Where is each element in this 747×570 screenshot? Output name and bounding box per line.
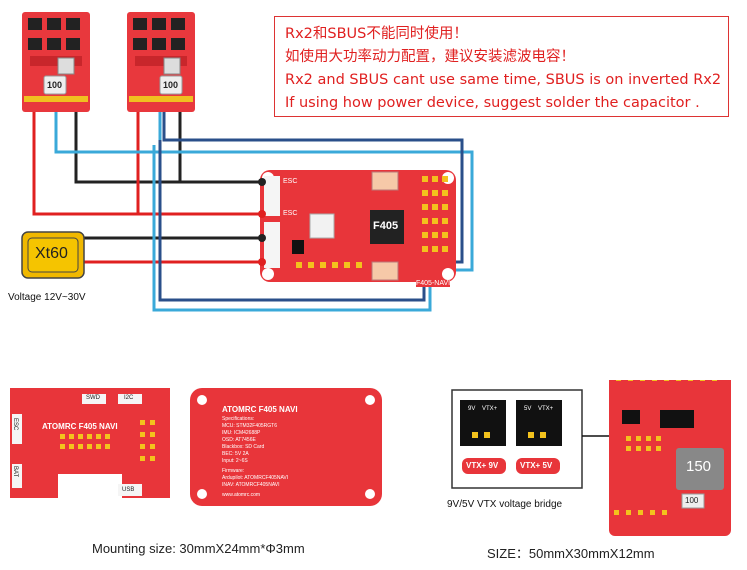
back-line: INAV: ATOMRCF405NAVI	[222, 482, 280, 488]
back-line: Specifications:	[222, 416, 255, 422]
fc-chip-label: F405	[373, 220, 399, 232]
vtx-label-5v: VTX+ 5V	[520, 461, 553, 470]
esc-board-2	[127, 12, 195, 112]
note-line-2: 如使用大功率动力配置，建议安装滤波电容！	[285, 49, 575, 65]
xt60-label: Xt60	[35, 245, 68, 262]
vtx-pad-label-vtx1: VTX+	[482, 406, 498, 412]
vtx-pad-label-vtx2: VTX+	[538, 406, 554, 412]
front-label-usb: USB	[122, 487, 135, 493]
back-line: OSD: AT7456E	[222, 437, 256, 443]
back-line: Ardupilot: ATOMRCF405NAVI	[222, 475, 289, 481]
back-line: BEC: 5V 2A	[222, 451, 249, 457]
vtx-caption: 9V/5V VTX voltage bridge	[447, 499, 563, 510]
board-front	[10, 388, 170, 498]
fc-esc-pad-2: ESC	[283, 210, 298, 217]
note-line-1: Rx2和SBUS不能同时使用！	[285, 26, 468, 42]
vtx-pad-label-9v: 9V	[468, 406, 476, 412]
note-line-3: Rx2 and SBUS cant use same time, SBUS is…	[285, 72, 722, 88]
back-board-text: ATOMRC F405 NAVI Specifications: MCU: ST…	[222, 405, 372, 499]
back-line: Blackbox: SD Card	[222, 444, 265, 450]
wiring-diagram	[21, 12, 474, 312]
front-label-i2c: I2C	[124, 395, 134, 401]
back-line: www.atomrc.com	[222, 492, 261, 498]
flight-controller-board	[260, 170, 456, 282]
back-line: MCU: STM32F405RGT6	[222, 423, 278, 429]
voltage-label: Voltage 12V~30V	[8, 292, 86, 303]
fc-bottom-label: F405-NAVI	[416, 280, 451, 287]
back-line: Input: 2~6S	[222, 458, 248, 464]
inductor-label: 150	[686, 458, 712, 475]
vtx-pad-label-5v: 5V	[524, 406, 532, 412]
size-caption: SIZE：50mmX30mmX12mm	[487, 546, 655, 561]
xt60-connector	[21, 231, 85, 279]
back-line: Firmware:	[222, 468, 245, 474]
front-label-swd: SWD	[86, 395, 100, 401]
vtx-bridge-panel	[451, 389, 583, 489]
front-label-esc: ESC	[12, 418, 18, 431]
front-board-title: ATOMRC F405 NAVI	[42, 422, 118, 431]
warning-note-box: Rx2和SBUS不能同时使用！ 如使用大功率动力配置，建议安装滤波电容！ Rx2…	[274, 16, 729, 117]
esc-cap-label-2: 100	[163, 80, 179, 90]
mounting-size-caption: Mounting size: 30mmX24mm*Φ3mm	[92, 541, 305, 556]
vtx-label-9v: VTX+ 9V	[466, 461, 499, 470]
front-label-bat: BAT	[12, 466, 18, 478]
back-line: IMU: ICM42688P	[222, 430, 261, 436]
bottom-illustrations	[10, 380, 731, 536]
side-cap-label: 100	[685, 496, 699, 505]
board-back	[190, 388, 382, 506]
note-line-4: If using how power device, suggest solde…	[285, 95, 700, 111]
fc-esc-pad-1: ESC	[283, 178, 298, 185]
esc-board-1	[22, 12, 90, 112]
esc-cap-label-1: 100	[47, 80, 63, 90]
back-board-title: ATOMRC F405 NAVI	[222, 405, 298, 414]
fc-board-side	[609, 380, 731, 536]
